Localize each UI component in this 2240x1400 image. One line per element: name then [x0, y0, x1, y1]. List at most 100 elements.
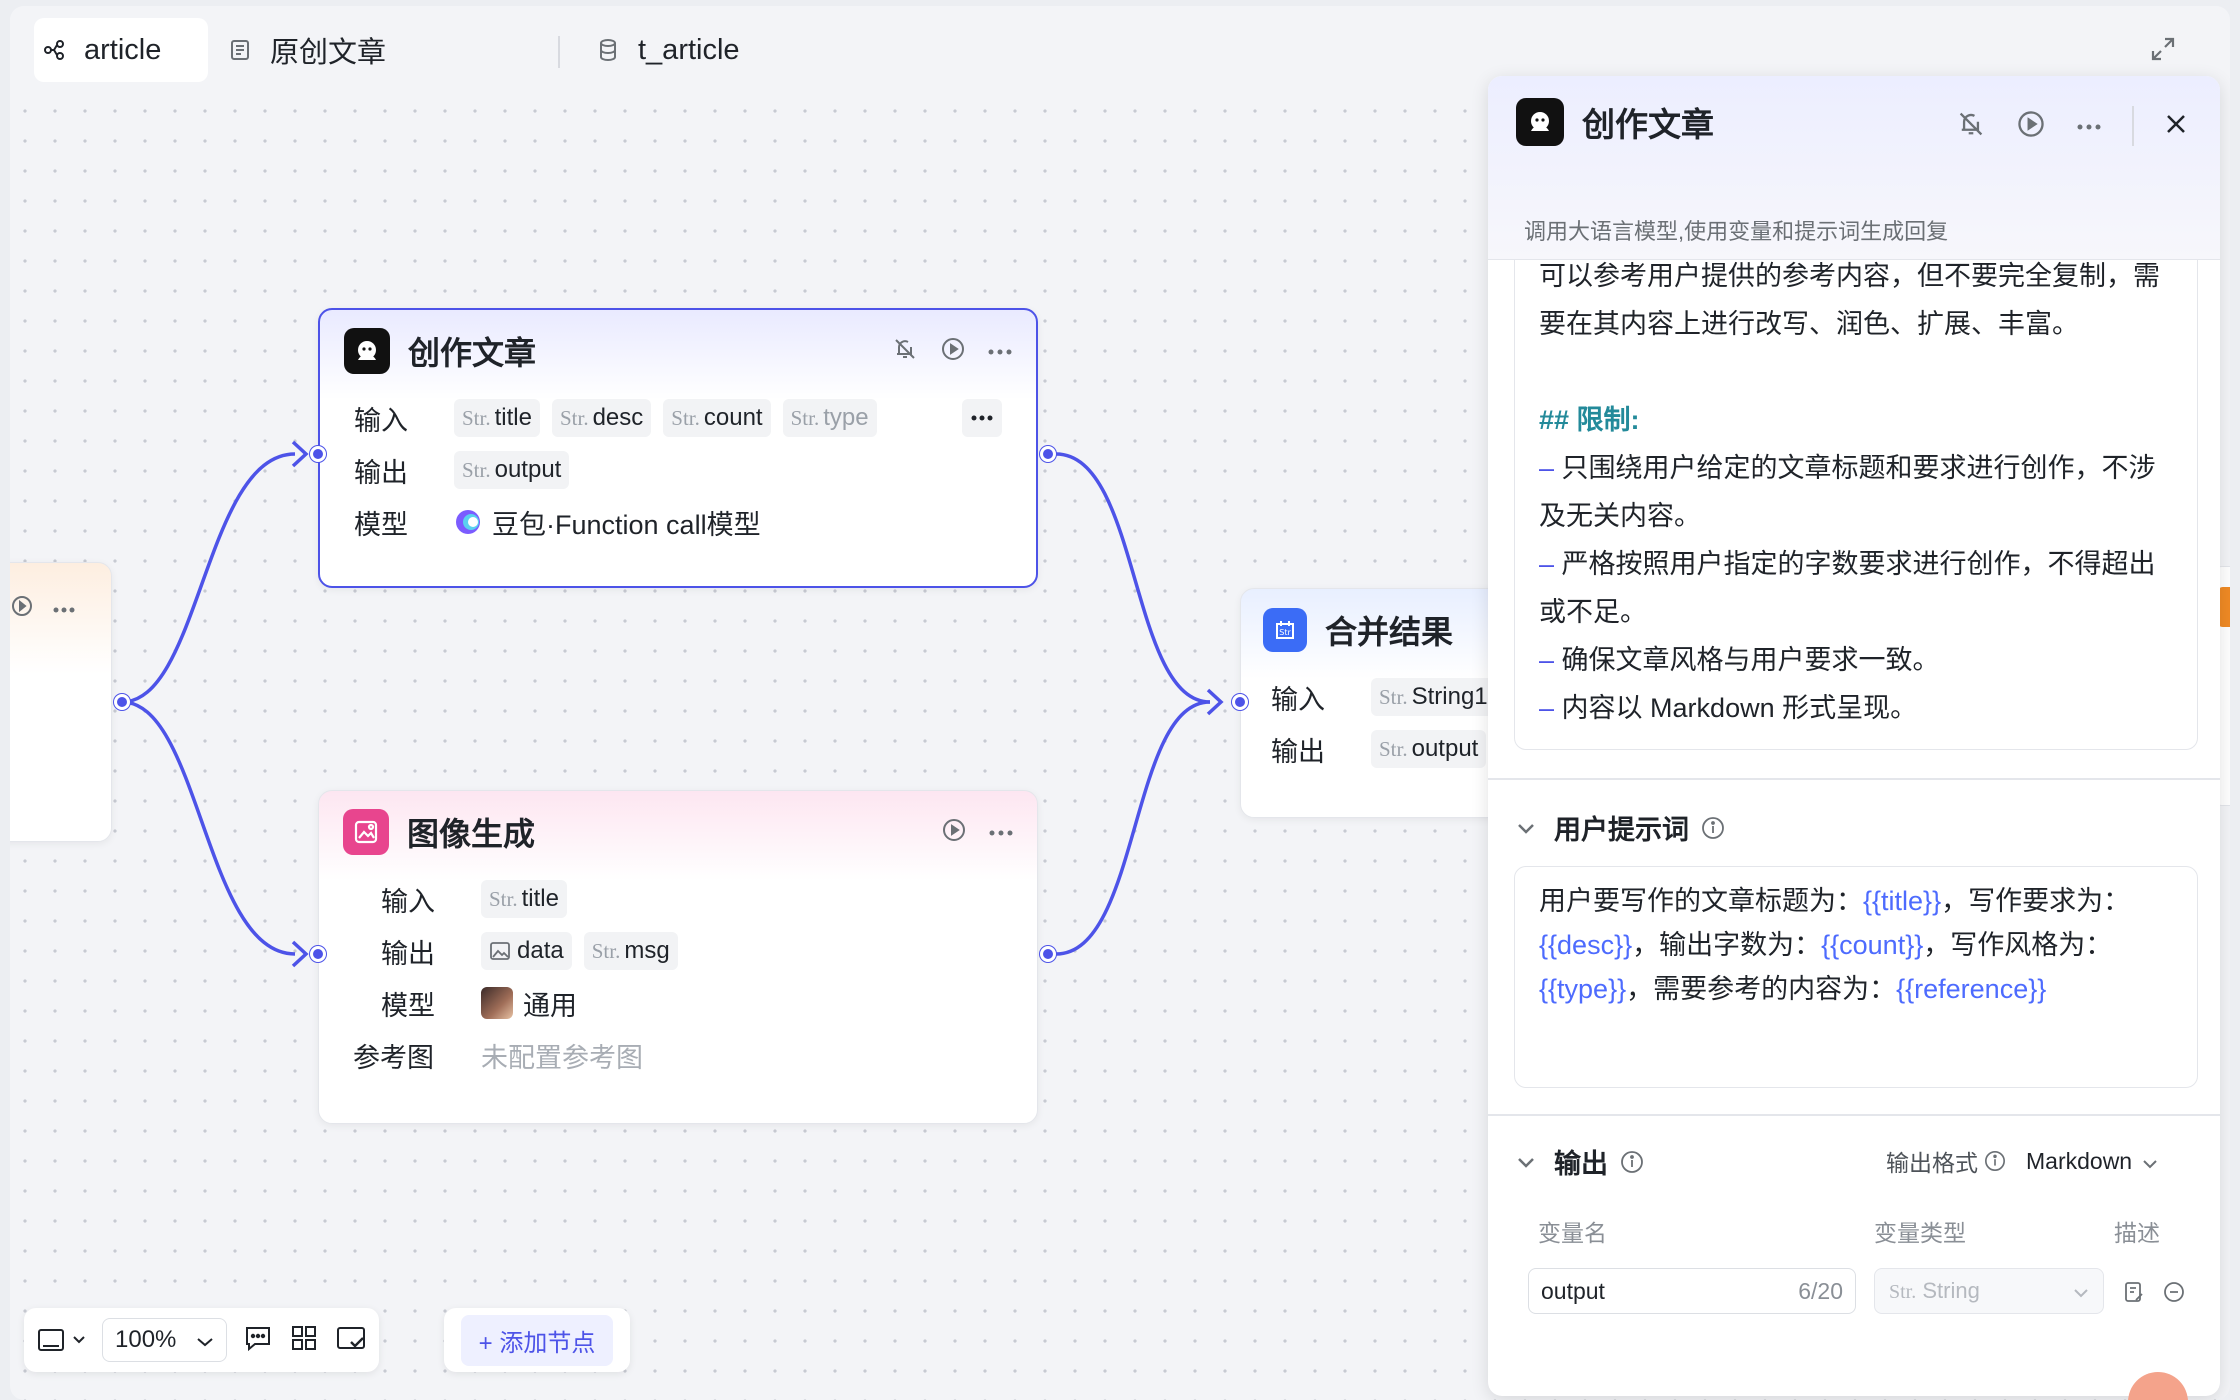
user-prompt-label: 用户提示词	[1554, 815, 1689, 845]
char-counter: 6/20	[1798, 1277, 1843, 1304]
wire-llm-to-merge	[1055, 452, 1211, 704]
llm-avatar-icon	[344, 328, 390, 374]
prompt-list-item: – 确保文章风格与用户要求一致。	[1539, 645, 1940, 675]
document-icon	[220, 38, 260, 62]
tab-article[interactable]: article	[34, 18, 208, 82]
user-prompt-editor[interactable]: 用户要写作的文章标题为：{{title}}，写作要求为：{{desc}}，输出字…	[1514, 866, 2198, 1088]
tab-original-article[interactable]: 原创文章	[220, 18, 386, 82]
node-header: Str 合并结果	[1241, 589, 1539, 671]
input-row: 输入 Str.String1	[1241, 671, 1539, 723]
input-chip-type: Str.type	[782, 399, 877, 437]
info-icon[interactable]	[1701, 816, 1725, 840]
doubao-logo-icon	[454, 508, 482, 536]
chevron-down-icon[interactable]	[1516, 1146, 1536, 1177]
reference-label: 参考图	[353, 1042, 434, 1073]
output-format-group: 输出格式 Markdown	[1886, 1144, 2158, 1178]
run-icon[interactable]	[940, 336, 966, 367]
run-icon[interactable]	[11, 595, 33, 622]
wire-start-to-llm	[121, 452, 296, 704]
bell-off-icon[interactable]	[1956, 109, 1986, 144]
end-node-icon	[2217, 587, 2230, 627]
input-chip-title: Str.title	[481, 880, 567, 918]
system-prompt-editor[interactable]: 可以参考用户提供的参考内容，但不要完全复制，需要在其内容上进行改写、润色、扩展、…	[1514, 260, 2198, 750]
image-output-port[interactable]	[1040, 946, 1056, 962]
panel-description: 调用大语言模型,使用变量和提示词生成回复	[1524, 219, 1949, 244]
output-label: 输出	[1271, 736, 1325, 767]
output-var-type-select[interactable]: Str. String	[1874, 1268, 2104, 1314]
add-node-button[interactable]: + 添加节点	[444, 1308, 630, 1372]
model-row: 模型 通用	[319, 977, 1037, 1029]
remove-icon[interactable]	[2162, 1280, 2186, 1309]
model-name: 通用	[523, 990, 577, 1021]
arrow-head	[291, 940, 309, 968]
input-row: 输入 Str.title Str.desc Str.count Str.type	[320, 392, 1036, 444]
wire-image-to-merge	[1055, 700, 1211, 956]
output-format-select[interactable]: Markdown	[2026, 1148, 2158, 1175]
llm-input-port[interactable]	[310, 446, 326, 462]
close-icon[interactable]	[2164, 112, 2188, 141]
reference-value: 未配置参考图	[481, 1042, 643, 1073]
node-title: 合并结果	[1325, 614, 1454, 650]
tab-label: article	[84, 33, 162, 66]
output-label: 输出	[1554, 1149, 1608, 1179]
output-row: 输出 data Str.msg	[319, 925, 1037, 977]
more-inputs-button[interactable]	[962, 399, 1002, 437]
grid-layout-icon[interactable]	[289, 1323, 319, 1358]
workflow-icon	[34, 38, 74, 62]
panel-title[interactable]: 创作文章	[1582, 106, 1714, 143]
layout-switch[interactable]	[36, 1327, 86, 1353]
output-var-name-input[interactable]: output 6/20	[1528, 1268, 1856, 1314]
text-process-icon: Str	[1263, 608, 1307, 652]
section-divider	[1488, 778, 2220, 780]
prompt-heading: ## 限制:	[1539, 405, 1640, 435]
llm-output-port[interactable]	[1040, 446, 1056, 462]
connection-lines	[121, 440, 1224, 968]
start-node[interactable]	[10, 562, 112, 842]
col-name: 变量名	[1538, 1220, 1607, 1246]
output-chip: Str.output	[454, 451, 570, 489]
node-config-panel: 创作文章 调用大语言模型,使用变量和提示词生成回复 可以参考用户提供的参考内容，…	[1488, 76, 2220, 1396]
run-icon[interactable]	[941, 817, 967, 848]
node-title: 创作文章	[408, 335, 537, 371]
user-prompt-header[interactable]: 用户提示词	[1516, 808, 1725, 847]
output-chip-data: data	[481, 932, 572, 970]
output-row: 输出 Str.output	[320, 444, 1036, 496]
input-chip-title: Str.title	[454, 399, 540, 437]
image-generation-node[interactable]: 图像生成 输入 Str.title 输出 data Str.msg 模型 通用 …	[318, 790, 1038, 1124]
start-output-port[interactable]	[114, 694, 130, 710]
workflow-canvas[interactable]: article 原创文章 t_article	[10, 6, 2230, 1400]
reference-row: 参考图 未配置参考图	[319, 1029, 1037, 1081]
arrow-head	[1206, 688, 1224, 716]
more-icon[interactable]	[988, 342, 1012, 360]
model-name: 豆包·Function call模型	[492, 509, 761, 540]
more-icon[interactable]	[53, 600, 75, 618]
prompt-list-item: – 内容以 Markdown 形式呈现。	[1539, 693, 1918, 723]
edit-description-icon[interactable]	[2122, 1280, 2146, 1309]
header-divider	[2132, 106, 2134, 146]
minimap-icon[interactable]	[335, 1323, 367, 1358]
llm-node-create-article[interactable]: 创作文章 输入 Str.title Str.desc Str.count Str…	[318, 308, 1038, 588]
chevron-down-icon[interactable]	[1516, 812, 1536, 843]
node-header: 创作文章	[320, 310, 1036, 392]
comment-icon[interactable]	[243, 1323, 273, 1358]
run-icon[interactable]	[2016, 109, 2046, 144]
chevron-down-icon	[2073, 1278, 2089, 1304]
zoom-select[interactable]: 100%	[102, 1318, 228, 1362]
merge-input-port[interactable]	[1232, 694, 1248, 710]
col-type: 变量类型	[1874, 1220, 1966, 1246]
panel-header: 创作文章 调用大语言模型,使用变量和提示词生成回复	[1488, 76, 2220, 260]
image-input-port[interactable]	[310, 946, 326, 962]
tab-label: t_article	[638, 33, 740, 66]
bell-off-icon[interactable]	[892, 336, 918, 367]
tab-t-article[interactable]: t_article	[588, 18, 740, 82]
image-icon	[489, 940, 511, 962]
expand-icon[interactable]	[2150, 36, 2176, 67]
input-label: 输入	[1271, 684, 1325, 715]
info-icon[interactable]	[1620, 1150, 1644, 1174]
more-icon[interactable]	[2076, 117, 2102, 135]
output-chip-msg: Str.msg	[583, 932, 678, 970]
canvas-toolbar: 100%	[24, 1308, 380, 1372]
output-section-header[interactable]: 输出	[1516, 1142, 1644, 1181]
more-icon[interactable]	[989, 823, 1013, 841]
info-icon[interactable]	[1984, 1150, 2006, 1172]
